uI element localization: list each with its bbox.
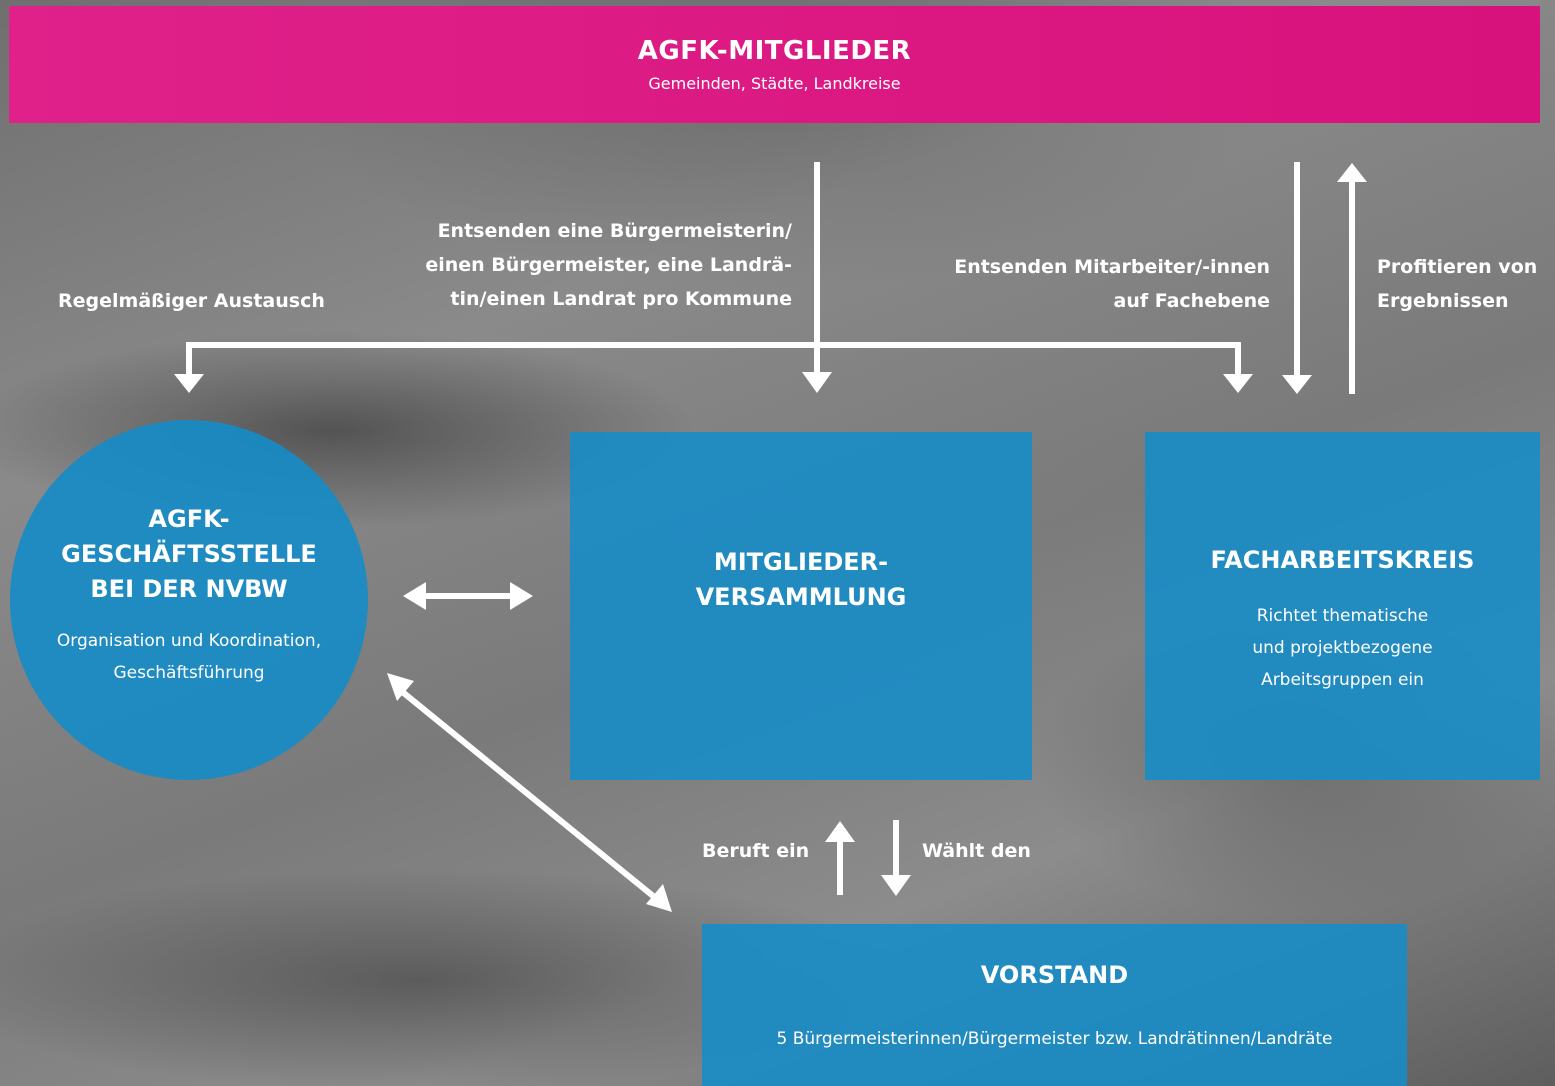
arrow-left-office-icon [403, 582, 426, 610]
working-group-title: FACHARBEITSKREIS [1210, 546, 1475, 574]
board-text: 5 Bürgermeisterinnen/Bürgermeister bzw. … [776, 1029, 1333, 1049]
office-title: AGFK- GESCHÄFTSSTELLE BEI DER NVBW [61, 505, 317, 603]
label-exchange: Regelmäßiger Austausch [58, 290, 325, 312]
arrow-right-assembly-icon [510, 582, 533, 610]
assembly-title: MITGLIEDER- VERSAMMLUNG [695, 548, 907, 611]
working-group-box: FACHARBEITSKREIS Richtet thematische und… [1145, 432, 1540, 780]
working-group-text: Richtet thematische und projektbezogene … [1252, 606, 1433, 690]
members-subtitle: Gemeinden, Städte, Landkreise [648, 74, 901, 93]
label-send-mayor: Entsenden eine Bürgermeisterin/ einen Bü… [425, 220, 792, 310]
board-title: VORSTAND [980, 961, 1129, 989]
board-box: VORSTAND 5 Bürgermeisterinnen/Bürgermeis… [702, 924, 1407, 1086]
office-circle: AGFK- GESCHÄFTSSTELLE BEI DER NVBW Organ… [10, 420, 368, 780]
label-appoints: Beruft ein [702, 840, 810, 862]
label-send-staff: Entsenden Mitarbeiter/-innen auf Fachebe… [954, 256, 1270, 312]
arrow-elects-down-icon [881, 875, 911, 896]
office-board-connector [398, 687, 660, 903]
label-benefit: Profitieren von Ergebnissen [1377, 256, 1538, 312]
office-text: Organisation und Koordination, Geschäfts… [56, 631, 322, 683]
arrow-to-office-icon [174, 374, 204, 393]
label-elects: Wählt den [922, 840, 1031, 862]
arrow-appoints-up-icon [825, 821, 855, 842]
members-banner: AGFK-MITGLIEDER Gemeinden, Städte, Landk… [9, 6, 1540, 123]
arrow-to-board-diagonal-icon [646, 884, 672, 912]
arrow-staff-down-icon [1282, 375, 1312, 394]
assembly-box: MITGLIEDER- VERSAMMLUNG [570, 432, 1032, 780]
arrow-to-assembly-icon [802, 372, 832, 393]
arrow-to-working-group-icon [1223, 374, 1253, 393]
exchange-connector [186, 342, 1241, 374]
members-title: AGFK-MITGLIEDER [637, 36, 912, 66]
arrow-to-office-diagonal-icon [387, 673, 414, 701]
arrow-benefit-up-icon [1337, 163, 1367, 182]
